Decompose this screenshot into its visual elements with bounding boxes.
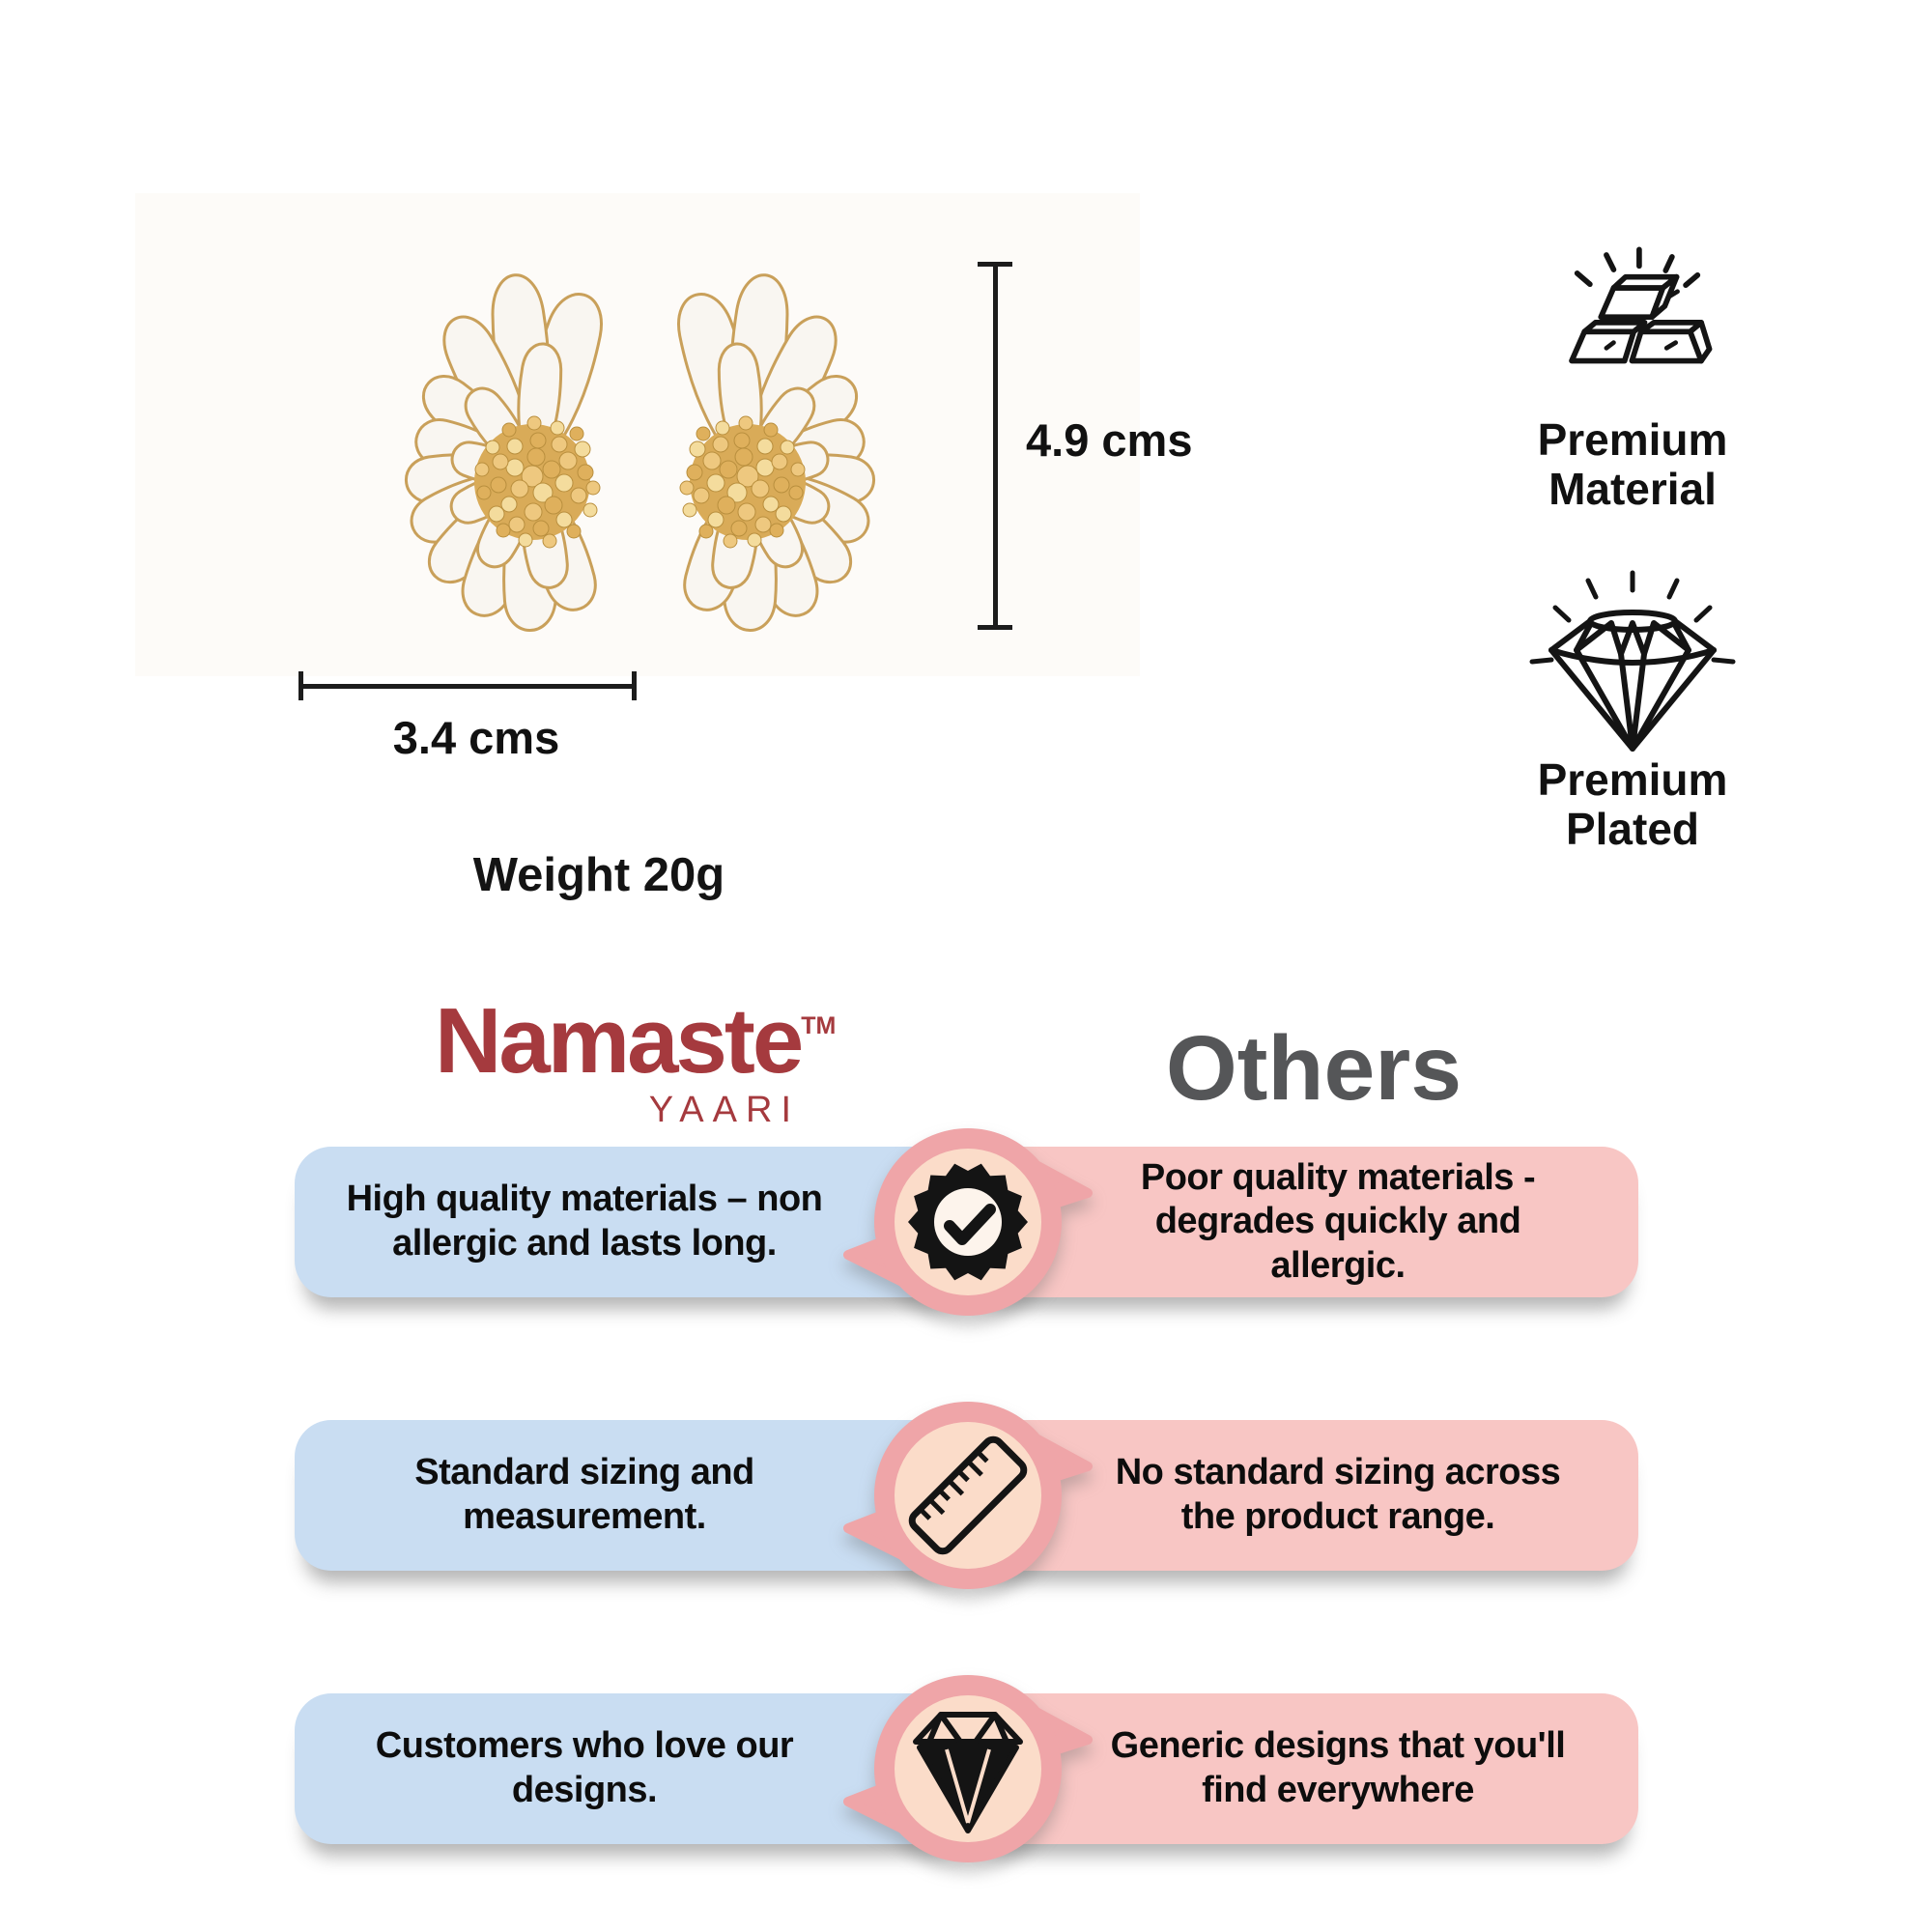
row1-theirs-pill — [966, 1147, 1638, 1297]
weight-label: Weight 20g — [472, 849, 725, 901]
diamond-outline-icon — [1529, 570, 1736, 752]
height-dimension-line — [978, 262, 1012, 630]
earring-left-image — [333, 246, 604, 642]
brand-subtitle: YAARI — [648, 1090, 800, 1130]
earring-right-image — [676, 246, 947, 642]
row2-ours-text: Standard sizing and measurement. — [414, 1452, 754, 1537]
feature-premium-plated-label: Premium Plated — [1537, 754, 1728, 854]
diamond-icon — [842, 1643, 1094, 1894]
gold-bars-icon — [1569, 246, 1713, 364]
width-dimension-line — [298, 671, 637, 700]
row3-theirs-text: Generic designs that you'll find everywh… — [1110, 1725, 1566, 1810]
feature-premium-material-label: Premium Material — [1537, 414, 1728, 514]
ruler-icon — [842, 1370, 1094, 1621]
row1-ours-pill — [295, 1147, 971, 1297]
product-photo — [135, 193, 1140, 676]
row3-ours-pill — [295, 1693, 971, 1844]
brand-logo: NamasteTM YAARI — [435, 989, 837, 1131]
height-dimension-label: 4.9 cms — [1026, 414, 1193, 466]
row1-theirs-text: Poor quality materials - degrades quickl… — [1140, 1156, 1536, 1286]
others-heading: Others — [1165, 1017, 1463, 1120]
brand-trademark: TM — [801, 1012, 837, 1039]
row2-ours-pill — [295, 1420, 971, 1571]
row2-theirs-text: No standard sizing across the product ra… — [1115, 1452, 1561, 1537]
row3-ours-text: Customers who love our designs. — [375, 1725, 794, 1810]
row2-theirs-pill — [966, 1420, 1638, 1571]
row3-theirs-pill — [966, 1693, 1638, 1844]
brand-name: NamasteTM — [435, 989, 837, 1093]
row1-ours-text: High quality materials – non allergic an… — [346, 1179, 823, 1264]
badge-check-icon — [842, 1096, 1094, 1348]
width-dimension-label: 3.4 cms — [392, 712, 560, 763]
